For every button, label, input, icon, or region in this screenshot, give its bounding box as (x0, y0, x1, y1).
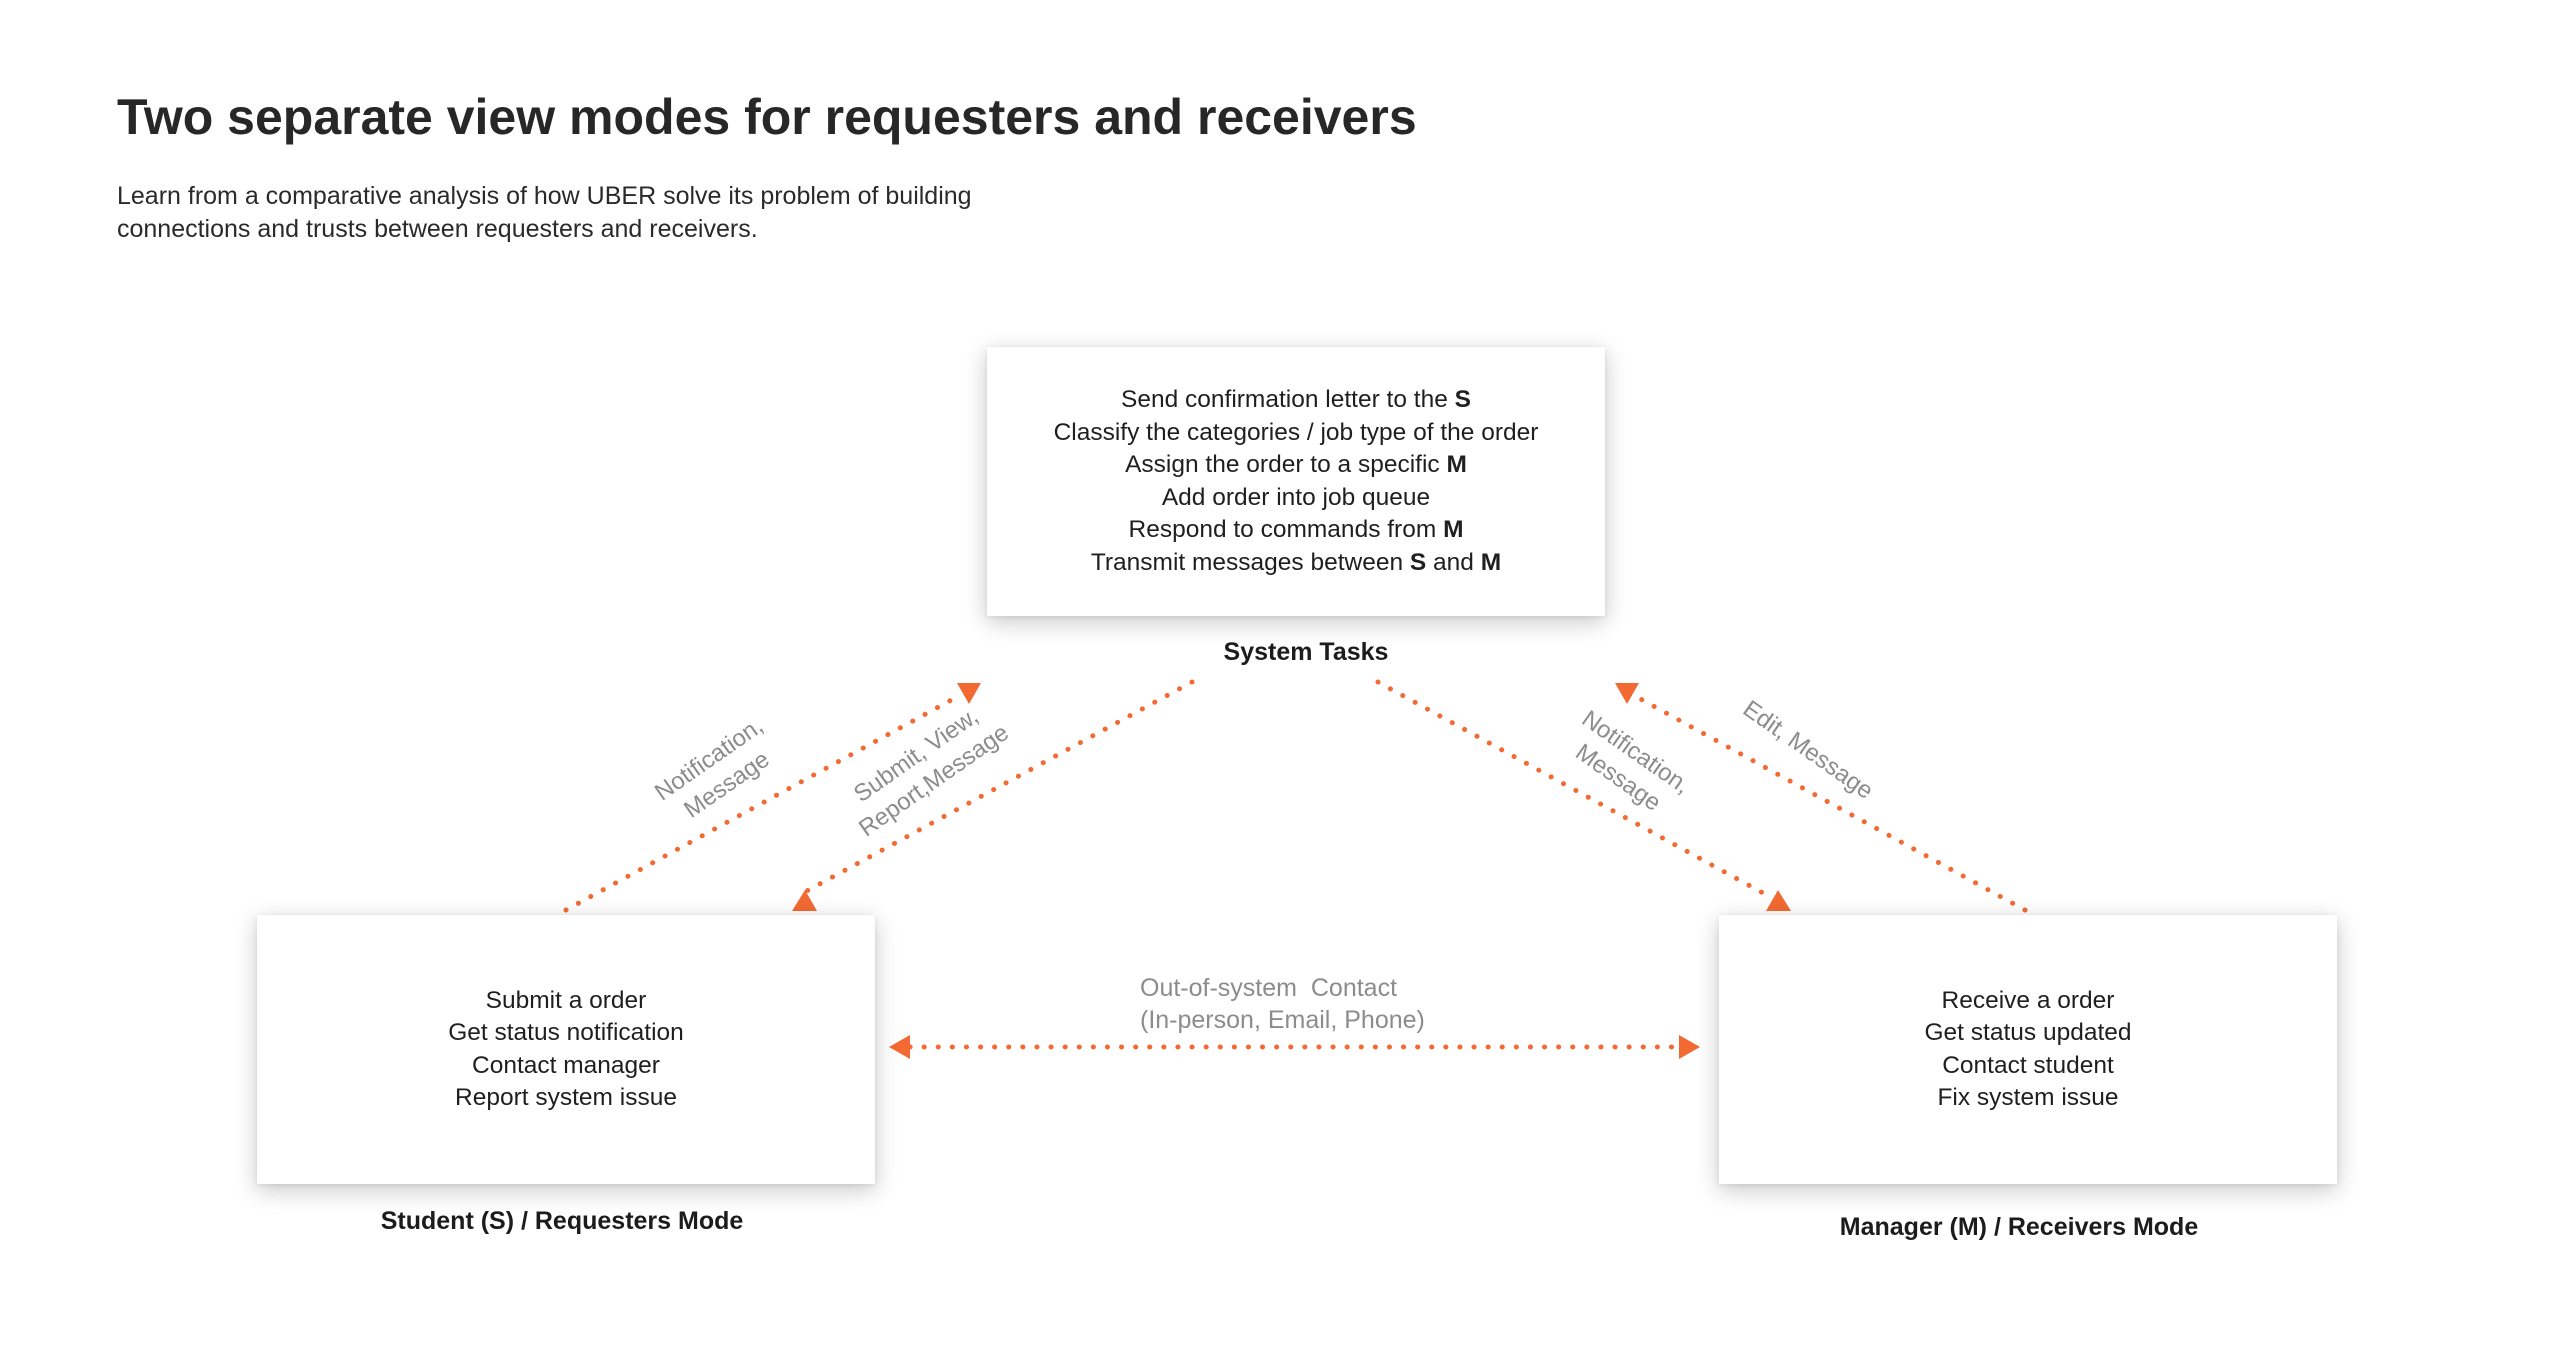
arrow-system-to-manager (1375, 679, 1766, 896)
arrow-label-out-of-system: Out-of-system Contact (In-person, Email,… (1140, 974, 1425, 1034)
manager-task-4: Fix system issue (1937, 1084, 2119, 1111)
page-subtitle: Learn from a comparative analysis of how… (117, 180, 1117, 246)
arrowhead-left-out (889, 1035, 910, 1059)
arrowhead-right-out (1679, 1035, 1700, 1059)
arrow-student-to-system (563, 695, 958, 913)
student-mode-box: Submit a order Get status notification C… (257, 915, 875, 1184)
student-task-1: Submit a order (485, 986, 647, 1014)
page-title: Two separate view modes for requesters a… (117, 89, 1417, 145)
student-task-2: Get status notification (448, 1019, 684, 1046)
arrow-manager-to-system (1634, 694, 2028, 913)
subtitle-line-1: Learn from a comparative analysis of how… (117, 182, 972, 210)
student-task-3: Contact manager (472, 1051, 660, 1079)
system-task-2: Classify the categories / job type of th… (1053, 418, 1539, 446)
arrowhead-down-system-left (957, 683, 981, 704)
subtitle-line-2: connections and trusts between requester… (117, 215, 758, 243)
arrowhead-up-manager (1766, 890, 1791, 911)
system-task-6: Transmit messages between S and M (1090, 548, 1502, 576)
system-task-5: Respond to commands from M (1128, 516, 1464, 543)
arrow-system-to-student (800, 679, 1195, 896)
student-task-4: Report system issue (455, 1084, 677, 1111)
manager-mode-label: Manager (M) / Receivers Mode (1839, 1213, 2199, 1241)
system-tasks-box: Send confirmation letter to the S Classi… (987, 347, 1605, 616)
arrowhead-up-student (792, 890, 817, 911)
manager-task-3: Contact student (1942, 1051, 2114, 1079)
manager-mode-box: Receive a order Get status updated Conta… (1719, 915, 2337, 1184)
manager-task-1: Receive a order (1941, 986, 2115, 1014)
system-task-3: Assign the order to a specific M (1125, 451, 1467, 478)
system-task-4: Add order into job queue (1161, 483, 1431, 511)
manager-task-2: Get status updated (1924, 1019, 2132, 1046)
student-mode-label: Student (S) / Requesters Mode (380, 1207, 744, 1235)
system-task-1: Send confirmation letter to the S (1120, 386, 1471, 413)
system-tasks-label: System Tasks (1223, 638, 1389, 666)
arrowhead-down-system-right (1615, 683, 1639, 704)
